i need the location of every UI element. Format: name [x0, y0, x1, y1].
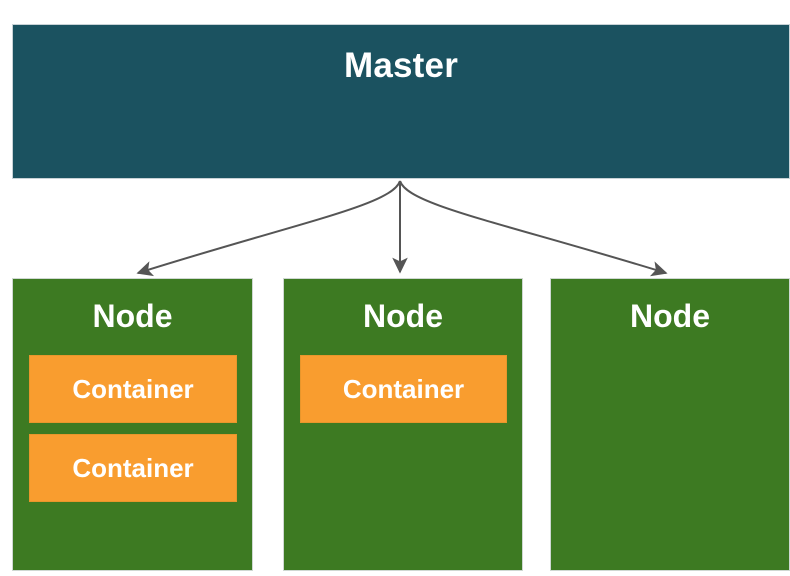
- container-label-1-1: Container: [72, 373, 194, 404]
- container-label-1-2: Container: [72, 452, 194, 483]
- worker-node-box-2[interactable]: Node Container: [283, 278, 523, 571]
- container-list-1: Container Container: [29, 355, 237, 513]
- arrow-master-to-node-1: [136, 180, 401, 277]
- arrow-master-to-node-3: [399, 180, 668, 277]
- container-box-1-2[interactable]: Container: [29, 434, 237, 502]
- container-box-2-1[interactable]: Container: [300, 355, 507, 423]
- master-node-label: Master: [343, 46, 459, 85]
- container-list-2: Container: [300, 355, 507, 434]
- worker-node-label-3: Node: [630, 298, 710, 334]
- worker-node-label-1: Node: [92, 298, 173, 334]
- worker-node-label-2: Node: [363, 298, 443, 334]
- container-label-2-1: Container: [342, 373, 465, 404]
- worker-node-box-3[interactable]: Node: [550, 278, 790, 571]
- master-node-box[interactable]: Master: [12, 24, 790, 179]
- container-box-1-1[interactable]: Container: [29, 355, 237, 423]
- worker-node-box-1[interactable]: Node Container Container: [12, 278, 253, 571]
